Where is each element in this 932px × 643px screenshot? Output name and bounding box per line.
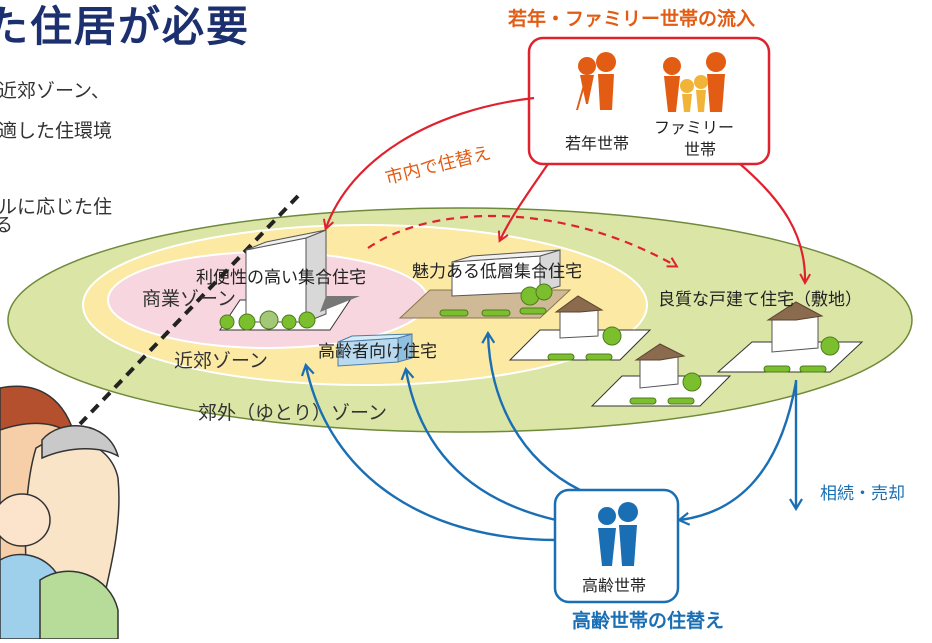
detached-arrow-elderly xyxy=(676,381,798,526)
body-line-4: る xyxy=(0,214,14,236)
outskirts-zone-label: 郊外（ゆとり）ゾーン xyxy=(198,402,388,424)
young-household-label: 若年世帯 xyxy=(565,134,630,153)
young-household-icon xyxy=(576,52,616,110)
elderly-household-icon xyxy=(598,502,638,566)
elderly-box xyxy=(553,488,680,604)
inflow-title: 若年・ファミリー世帯の流入 xyxy=(508,8,756,30)
house-2 xyxy=(590,343,732,407)
inflow-arrow-detached xyxy=(739,163,805,282)
cut-line xyxy=(78,194,300,426)
inheritance-label: 相続・売却 xyxy=(820,484,905,504)
house-3 xyxy=(716,301,864,373)
inflow-arrow-apartment xyxy=(326,96,535,228)
elderly-household-label: 高齢世帯 xyxy=(582,576,647,595)
elderly-arrow-senior xyxy=(300,362,557,542)
family-household-label-1: ファミリー xyxy=(654,118,735,137)
lowrise-building xyxy=(398,249,572,319)
elderly-title: 高齢世帯の住替え xyxy=(572,610,725,632)
apartment-label: 利便性の高い集合住宅 xyxy=(196,268,366,288)
body-line-2: 適した住環境 xyxy=(0,120,113,142)
family-illustration xyxy=(0,385,120,640)
elderly-arrow-lowrise xyxy=(481,330,581,492)
commercial-zone-label: 商業ゾーン xyxy=(142,288,237,310)
relocation-arrow xyxy=(367,214,676,266)
senior-building xyxy=(337,333,413,367)
elderly-arrow-senior2 xyxy=(400,366,557,522)
apartment-building xyxy=(219,229,360,331)
inflow-arrow-lowrise xyxy=(500,163,549,240)
family-household-label-2: 世帯 xyxy=(684,140,717,159)
senior-label: 高齢者向け住宅 xyxy=(318,342,437,362)
suburban-zone-label: 近郊ゾーン xyxy=(174,350,269,372)
detached-label: 良質な戸建て住宅（敷地） xyxy=(658,290,862,310)
family-household-icon xyxy=(663,52,726,112)
body-line-3: ルに応じた住 xyxy=(0,196,113,218)
body-line-1: 近郊ゾーン、 xyxy=(0,80,110,102)
house-1 xyxy=(508,295,652,361)
lowrise-label: 魅力ある低層集合住宅 xyxy=(412,262,582,282)
page-title: た住居が必要 xyxy=(0,2,251,51)
